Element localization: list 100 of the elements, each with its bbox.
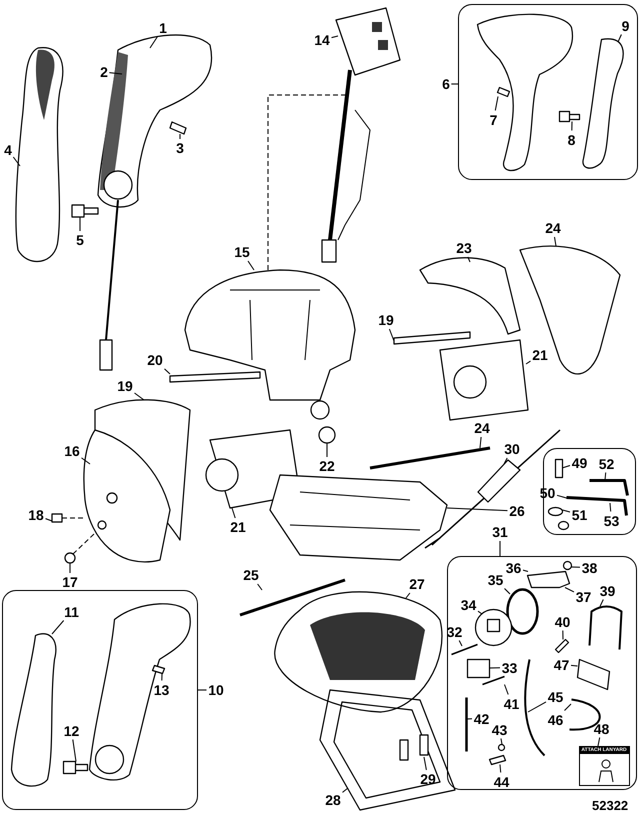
figure-number: 52322 — [592, 798, 628, 814]
leader-line — [406, 592, 410, 598]
callout-number: 23 — [454, 239, 474, 257]
screw — [482, 676, 505, 686]
callout-number: 12 — [62, 722, 81, 740]
leader-line — [72, 739, 76, 762]
leader-line — [150, 36, 158, 48]
screw — [152, 664, 166, 674]
washer — [548, 506, 564, 516]
o-ring — [506, 588, 539, 635]
callout-number: 18 — [26, 506, 46, 524]
leader-line — [598, 737, 600, 746]
callout-number: 28 — [324, 791, 342, 809]
leader-line — [232, 508, 236, 518]
callout-number: 26 — [508, 502, 526, 520]
callout-number: 14 — [312, 31, 332, 49]
bracket — [526, 570, 570, 588]
callout-number: 21 — [228, 518, 248, 536]
leader-line — [562, 630, 564, 640]
callout-number: 52 — [597, 454, 616, 472]
leader-line — [504, 684, 509, 695]
callout-number: 48 — [592, 720, 611, 738]
callout-number: 1 — [158, 19, 168, 37]
leader-line — [446, 508, 508, 512]
leader-line — [108, 72, 122, 74]
leader-line — [564, 704, 572, 711]
base-housing — [274, 591, 442, 713]
callout-number: 8 — [566, 130, 577, 148]
leader-line — [500, 738, 502, 745]
callout-number: 44 — [492, 772, 511, 790]
screw — [554, 458, 564, 478]
rod — [240, 578, 346, 616]
leader-line — [604, 472, 606, 481]
leader-line — [45, 518, 52, 522]
callout-number: 39 — [598, 582, 617, 600]
callout-number: 20 — [146, 351, 164, 369]
rod — [169, 371, 261, 383]
callout-number: 45 — [546, 688, 565, 706]
callout-number: 24 — [472, 419, 492, 437]
nut — [498, 744, 506, 752]
callout-number: 36 — [504, 558, 523, 576]
gasket — [319, 689, 456, 811]
leader-line — [331, 36, 338, 38]
lever-handle-drawing — [88, 603, 191, 780]
callout-number: 19 — [376, 311, 396, 329]
callout-number: 24 — [544, 219, 562, 237]
callout-number: 51 — [570, 506, 589, 524]
leader-line — [12, 156, 20, 166]
leader-line — [134, 392, 144, 400]
leader-line — [164, 368, 170, 374]
leader-line — [556, 494, 567, 498]
screw — [488, 754, 506, 766]
grip-cover — [10, 633, 56, 787]
pin — [554, 638, 570, 654]
side-cover — [519, 246, 621, 374]
grip-cover — [15, 47, 64, 262]
leader-line — [467, 256, 470, 262]
callout-number: 49 — [570, 454, 589, 472]
pin — [51, 513, 63, 523]
callout-number: 30 — [502, 440, 522, 458]
callout-number: 41 — [502, 694, 521, 712]
leader-line — [494, 96, 498, 111]
callout-number: 13 — [152, 680, 171, 698]
assembly-line — [268, 94, 346, 270]
callout-number: 22 — [318, 457, 336, 475]
leader-line — [388, 328, 394, 342]
housing-shell — [184, 269, 356, 420]
rod — [370, 446, 490, 470]
leader-line — [500, 764, 502, 773]
mounting-plate — [474, 608, 512, 646]
leader-line — [571, 121, 572, 131]
leader-line — [526, 360, 531, 364]
hex-wrench — [590, 479, 629, 496]
callout-number: 21 — [530, 346, 550, 364]
end-plate — [83, 429, 171, 562]
leader-line — [466, 718, 472, 720]
leader-line — [489, 667, 500, 668]
leader-line — [81, 457, 90, 464]
nut — [558, 520, 570, 530]
leader-line — [610, 502, 612, 512]
grip-cover — [582, 38, 624, 169]
leader-line — [528, 701, 546, 712]
leader-line — [257, 584, 262, 590]
callout-number: 19 — [116, 377, 134, 395]
screw — [496, 86, 510, 98]
callout-number: 40 — [553, 612, 572, 630]
screw — [169, 121, 187, 135]
leader-line — [161, 673, 162, 681]
leader-line — [248, 260, 254, 270]
leader-line — [562, 510, 570, 512]
callout-number: 33 — [500, 658, 519, 676]
parts-kit-panel — [2, 590, 198, 810]
callout-number: 29 — [418, 770, 438, 788]
leader-line — [570, 664, 578, 666]
leader-line — [480, 436, 482, 448]
spring-clip — [588, 606, 622, 650]
screw — [451, 644, 478, 656]
callout-number: 10 — [206, 681, 226, 699]
leader-line — [504, 588, 510, 594]
lanyard-cord — [524, 659, 546, 756]
